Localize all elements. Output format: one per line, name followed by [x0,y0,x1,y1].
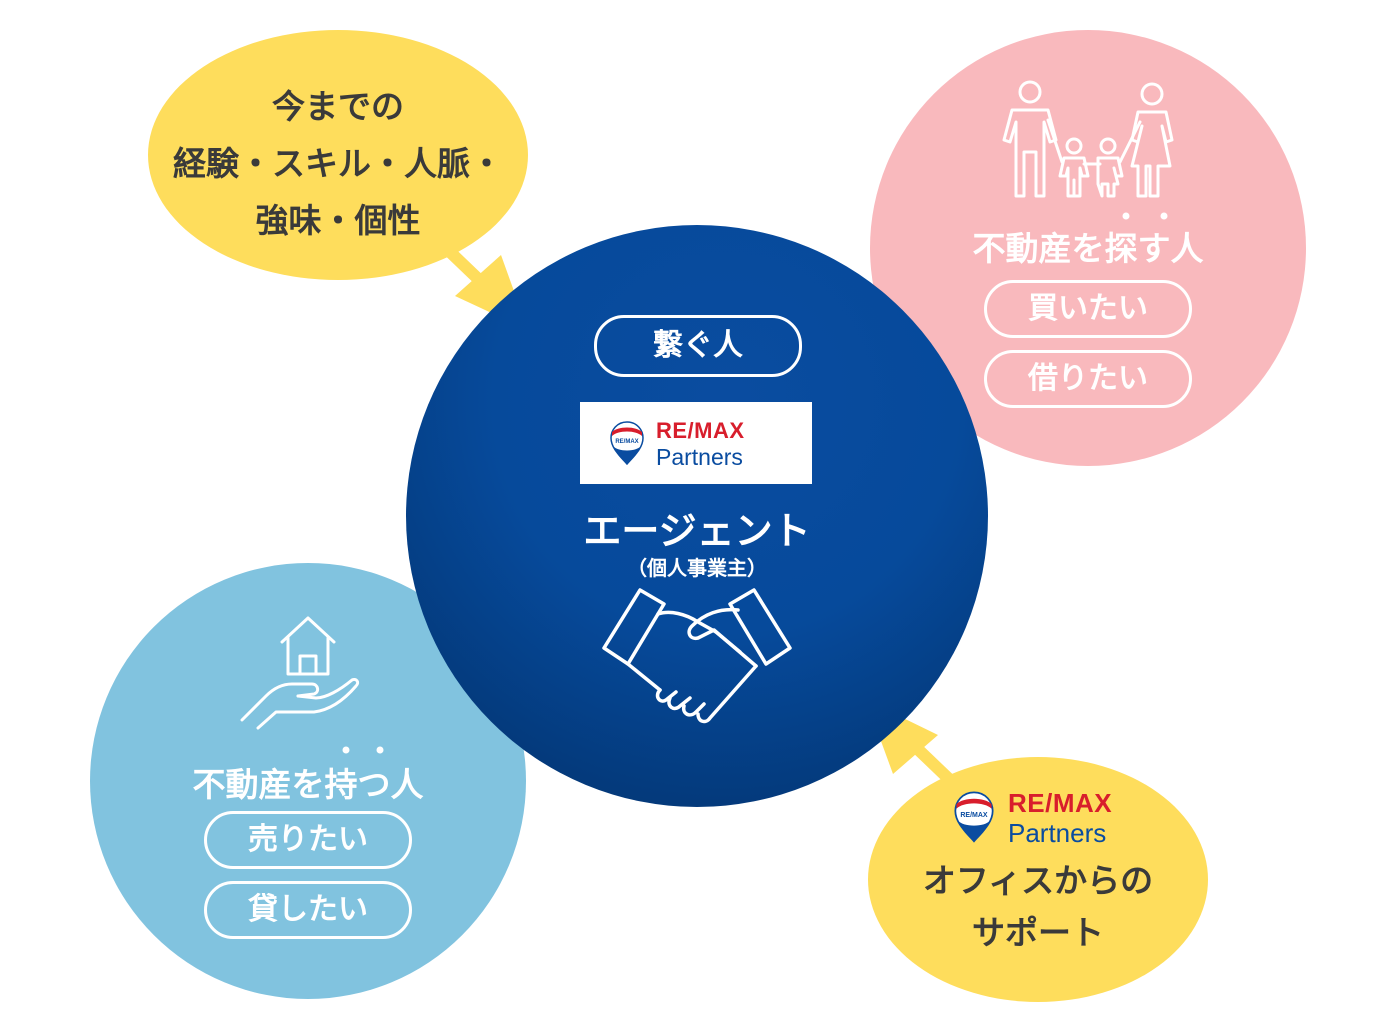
office-support-bubble [868,757,1208,1002]
sell-badge: 売りたい [204,811,412,869]
balloon-text: RE/MAX [615,439,638,445]
support-text: オフィスからの サポート [868,855,1208,959]
emphasis-dots-seeker [1122,212,1168,220]
logo-partners-text: Partners [656,444,743,470]
family-icon [1002,80,1174,198]
rent-badge: 借りたい [984,350,1192,408]
support-logo-remax-text: RE/MAX [1008,788,1113,818]
house-in-hand-icon [240,616,360,730]
lend-badge: 貸したい [204,881,412,939]
skills-line-1: 今までの [272,87,404,126]
agent-title: エージェント [583,509,811,553]
owner-title: 不動産を持つ人 [192,765,424,804]
skills-line-2: 経験・スキル・人脈・ [173,144,503,183]
agent-subtitle: （個人事業主） [627,556,767,580]
support-remax-logo: RE/MAX RE/MAX Partners [950,788,1150,848]
skills-bubble [148,30,528,280]
skills-text: 今までの 経験・スキル・人脈・ 強味・個性 [148,78,528,249]
remax-balloon-icon: RE/MAX [610,421,644,466]
buy-badge: 買いたい [984,280,1192,338]
seeker-title: 不動産を探す人 [972,229,1204,268]
skills-line-3: 強味・個性 [255,201,421,240]
remax-balloon-icon: RE/MAX [954,791,994,843]
remax-partners-logo: RE/MAX RE/MAX Partners [580,402,812,484]
support-line-1: オフィスからの [922,861,1154,900]
connector-badge: 繋ぐ人 [594,315,802,377]
support-logo-partners-text: Partners [1008,818,1107,848]
handshake-icon [602,588,792,724]
emphasis-dots-owner [342,746,384,754]
balloon-text: RE/MAX [960,812,988,819]
logo-remax-text: RE/MAX [656,418,745,443]
support-line-2: サポート [972,913,1104,952]
